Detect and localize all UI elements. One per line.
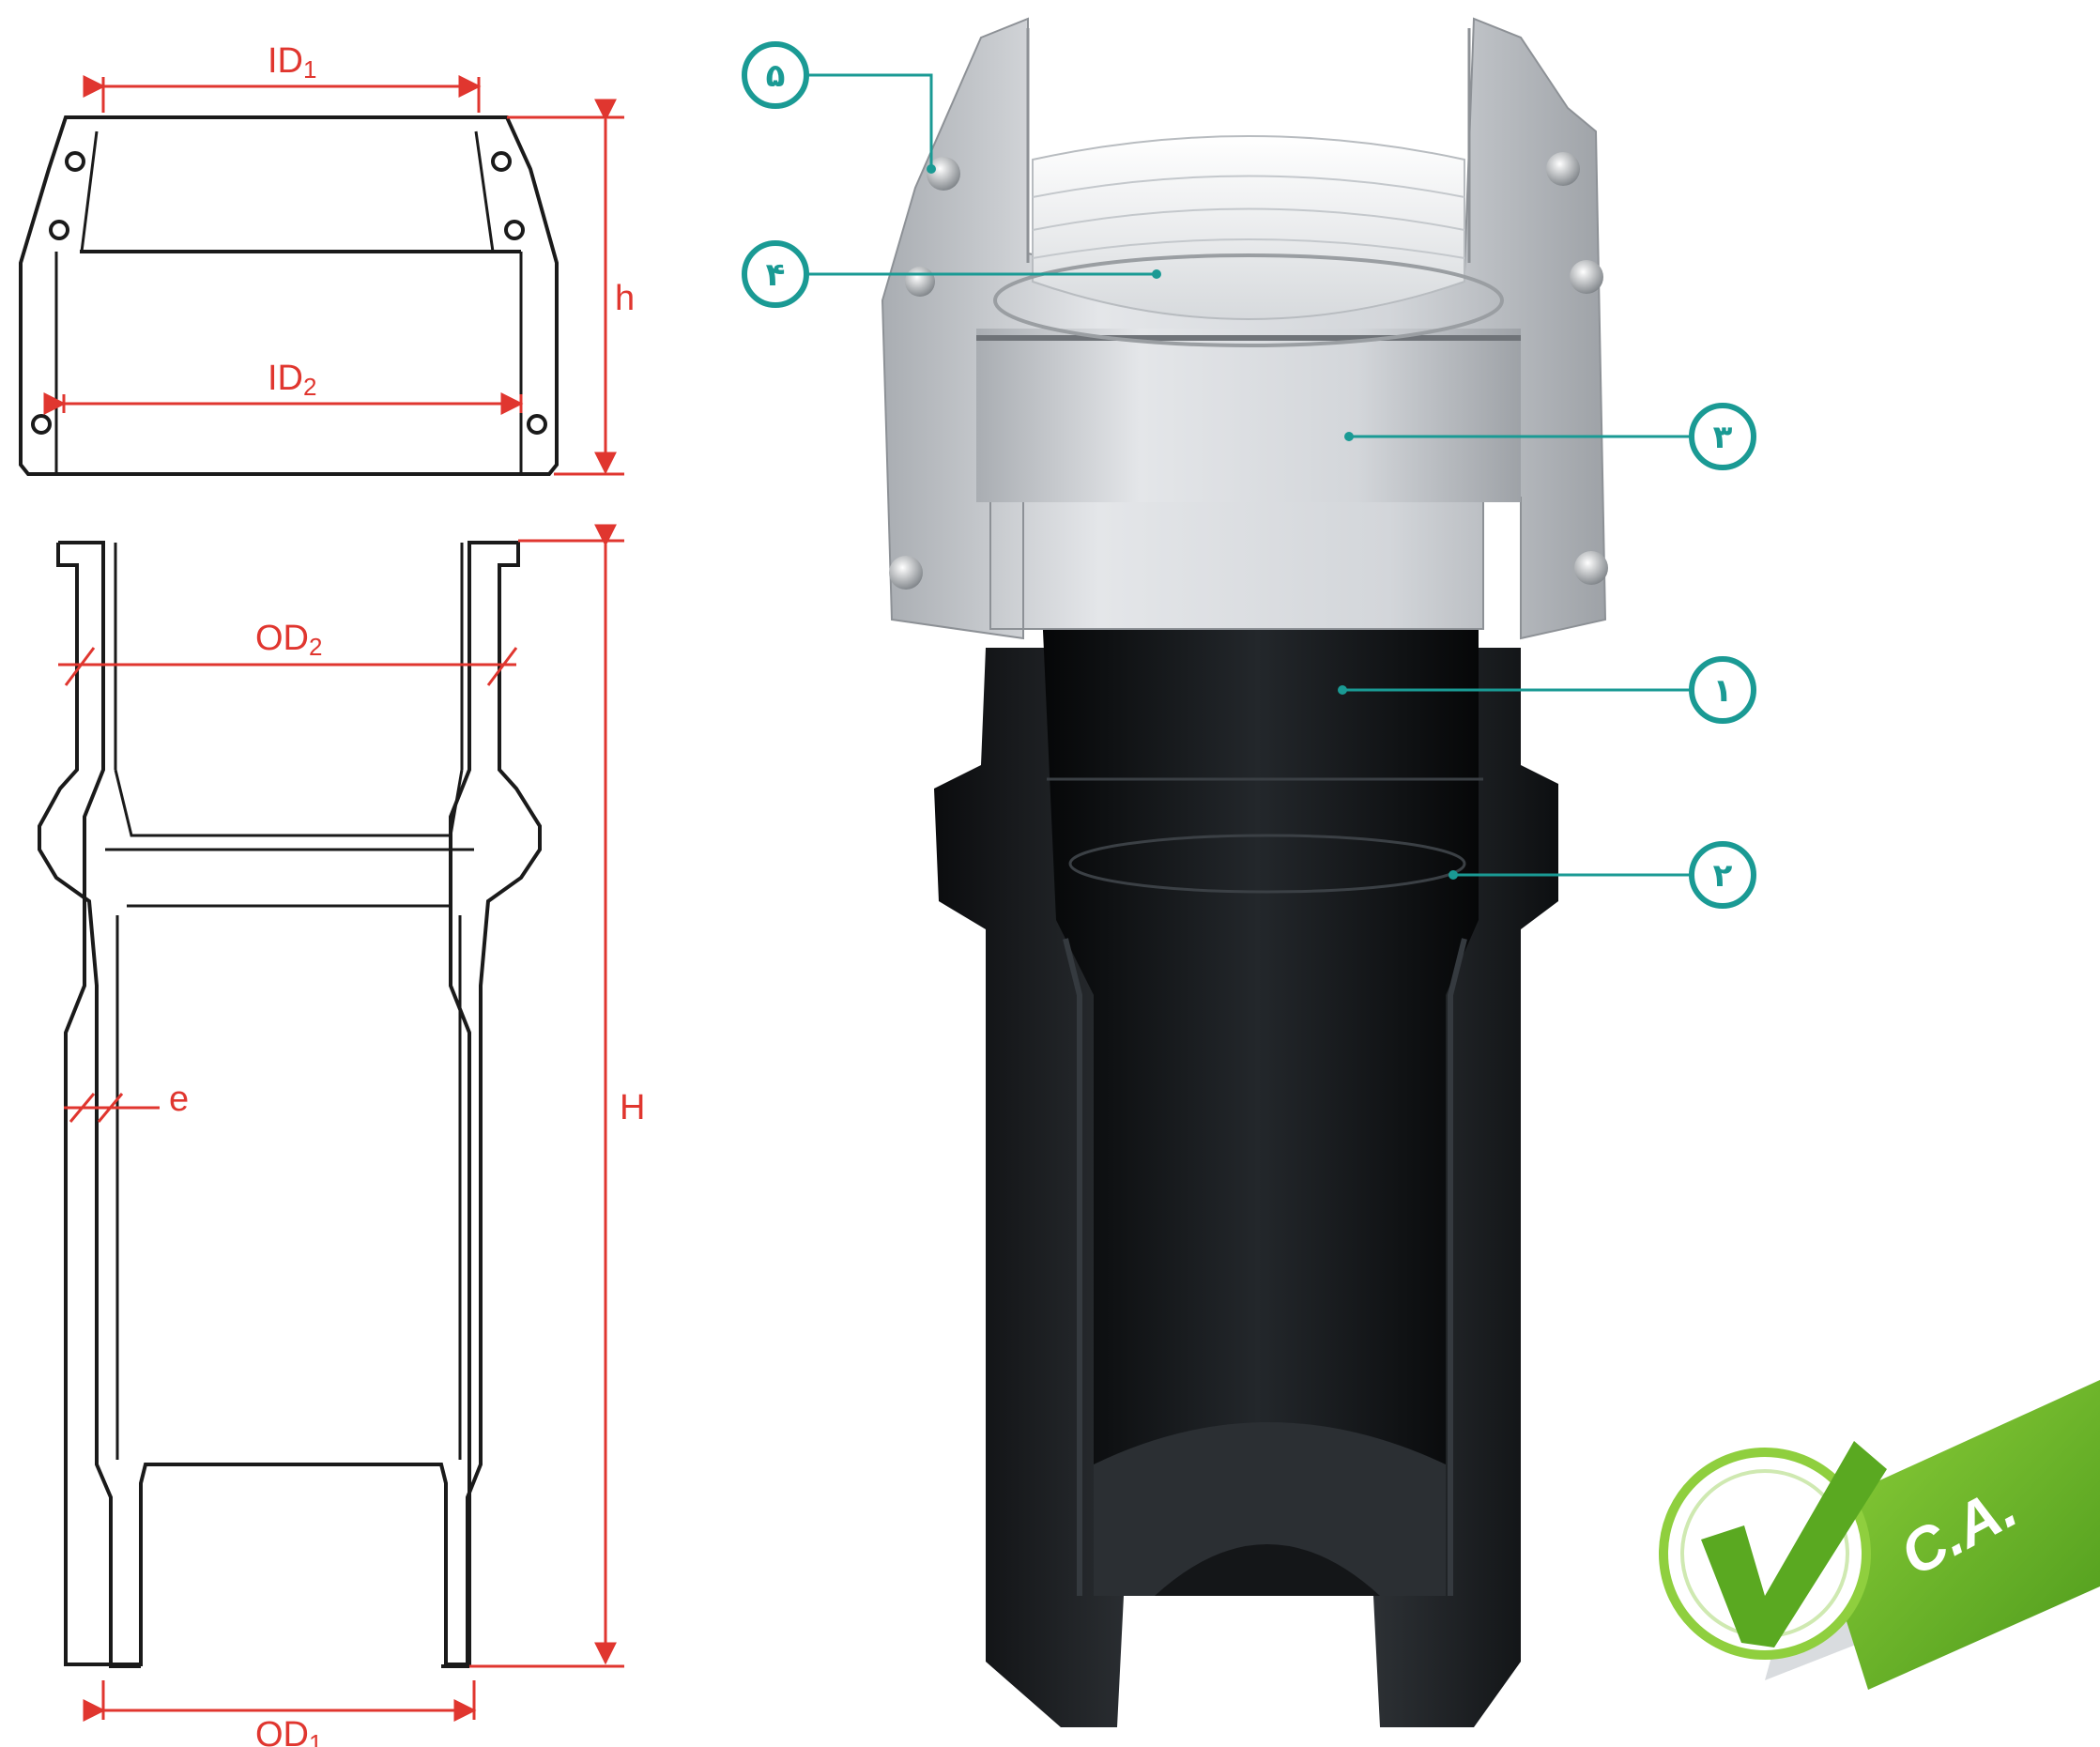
dim-id1-label: ID1 (268, 41, 316, 84)
dim-e-label: e (169, 1080, 189, 1119)
dim-id2-label: ID2 (268, 359, 316, 401)
bolt-icon (905, 267, 935, 297)
product-render (881, 17, 1608, 1727)
ca-badge: C.A. (1659, 1380, 2100, 1690)
dim-h-large-label: H (620, 1088, 645, 1127)
callout-3: ۳ (1344, 403, 1756, 470)
callout-4: ۴ (742, 240, 1161, 308)
callout-1: ۱ (1338, 656, 1756, 724)
pipe-drawing (38, 541, 542, 1668)
metal-clamp (881, 17, 1607, 640)
bolt-icon (1574, 551, 1608, 585)
dim-od2-label: OD2 (255, 619, 322, 661)
bolt-icon (1546, 152, 1580, 186)
callout-4-label: ۴ (766, 256, 786, 294)
check-icon (1701, 1441, 1887, 1647)
bolt-icon (1570, 260, 1603, 294)
callouts: ۵ ۴ ۳ ۱ ۲ (742, 41, 1756, 909)
dim-h-small-label: h (615, 279, 635, 318)
dimension-lines (43, 75, 624, 1722)
callout-2: ۲ (1449, 841, 1756, 909)
callout-2-label: ۲ (1713, 857, 1733, 895)
dim-od1-label: OD1 (255, 1715, 322, 1747)
pipe-body (934, 507, 1558, 1727)
callout-5: ۵ (742, 41, 936, 174)
clamp-drawing (19, 115, 559, 476)
callout-1-label: ۱ (1713, 672, 1733, 710)
callout-5-label: ۵ (766, 57, 786, 95)
technical-drawing (19, 115, 559, 1668)
callout-3-label: ۳ (1713, 419, 1733, 456)
bolt-icon (889, 556, 923, 590)
dimension-labels: ID1 ID2 OD2 OD1 h H e (169, 41, 645, 1747)
bolt-icon (927, 157, 960, 191)
